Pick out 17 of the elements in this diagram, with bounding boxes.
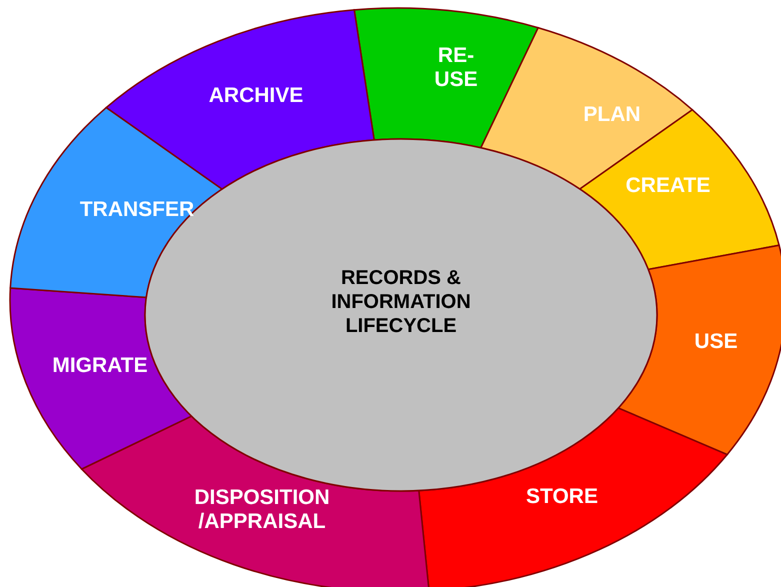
- segment-label: ARCHIVE: [208, 84, 304, 108]
- ring-segment: [353, 7, 539, 149]
- ring-segment: [10, 106, 223, 298]
- center-title: RECORDS & INFORMATION LIFECYCLE: [330, 266, 472, 338]
- segment-label: USE: [693, 330, 739, 354]
- segment-label: RE- USE: [433, 44, 479, 92]
- ring-segment: [80, 415, 430, 587]
- ring-segment: [105, 9, 375, 190]
- segment-label: STORE: [525, 485, 599, 509]
- segment-label: MIGRATE: [51, 354, 149, 378]
- segment-label: CREATE: [624, 174, 712, 198]
- ring-segment: [10, 287, 192, 470]
- segment-label: TRANSFER: [78, 198, 196, 222]
- segment-label: PLAN: [582, 103, 642, 127]
- ring-segment: [418, 407, 728, 587]
- segment-label: DISPOSITION /APPRAISAL: [193, 486, 331, 534]
- ring-segment: [618, 244, 781, 456]
